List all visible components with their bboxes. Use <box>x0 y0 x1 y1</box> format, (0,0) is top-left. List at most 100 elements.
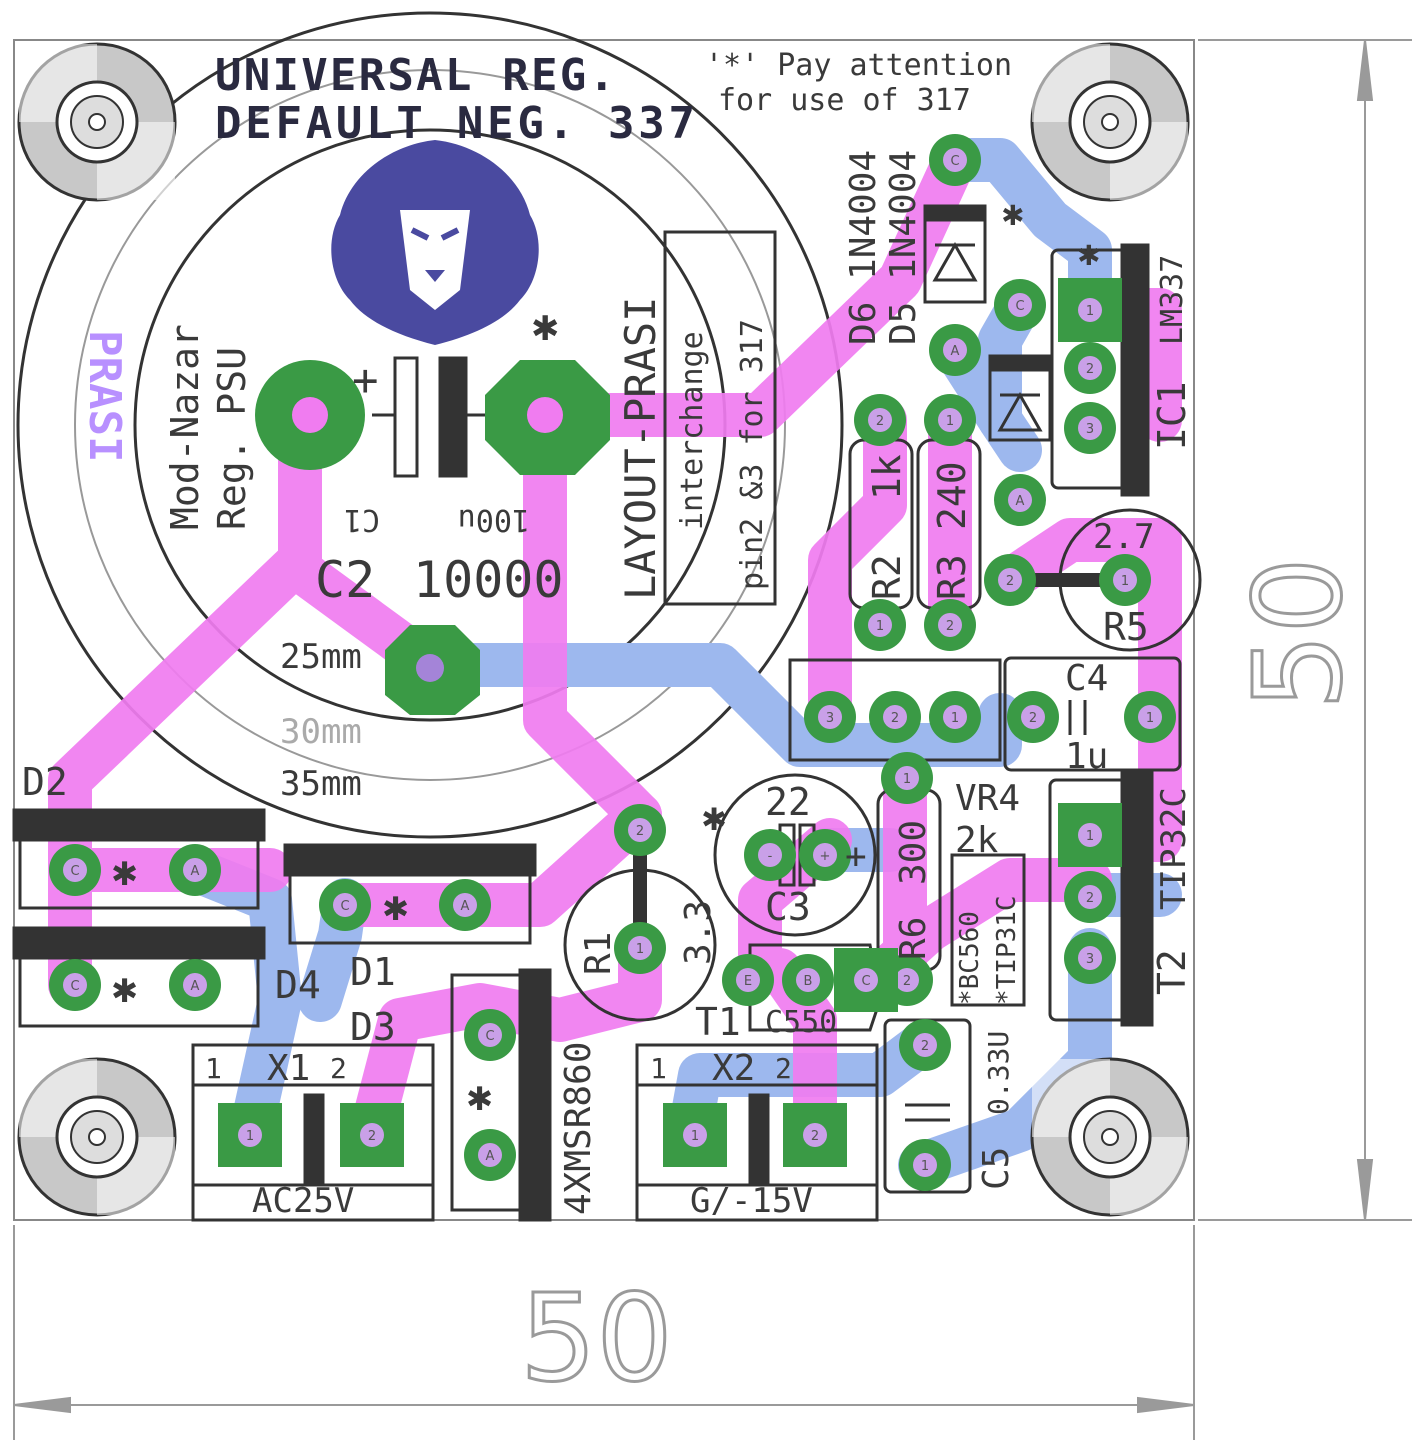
pad-hole <box>868 408 892 432</box>
pad-hole <box>943 148 967 172</box>
c3-label: C3 <box>765 885 811 929</box>
pad-pin-label: 1 <box>1146 711 1154 726</box>
d6-label: D6 1N4004 <box>843 150 884 345</box>
d5-label: D5 1N4004 <box>883 150 924 345</box>
pad-hole <box>895 968 919 992</box>
r1-value: 3.3 <box>678 900 719 965</box>
interchange-line-1: interchange <box>675 331 710 530</box>
pad-hole <box>938 408 962 432</box>
r6-label: R6 <box>893 917 934 960</box>
pad-hole <box>238 1123 262 1147</box>
pad-hole <box>183 858 207 882</box>
pad-hole <box>796 968 820 992</box>
pad-pin-label: 2 <box>903 974 911 989</box>
star-d2: ✱ <box>112 846 137 895</box>
pad-pin-label: A <box>951 344 960 359</box>
pad-pin-label: + <box>820 849 831 864</box>
pad-hole <box>183 973 207 997</box>
pad-hole <box>628 818 652 842</box>
c1-value: 100u <box>458 502 530 537</box>
ic1-label: IC1 <box>1150 381 1194 450</box>
pad-pin-label: C <box>70 864 79 879</box>
pad-hole <box>683 1123 707 1147</box>
pad-hole <box>63 858 87 882</box>
pad-pin-label: A <box>191 979 200 994</box>
c5-value: 0.33U <box>982 1031 1015 1115</box>
pad-hole <box>943 705 967 729</box>
layout-label: LAYOUT-PRASI <box>616 297 665 600</box>
pad-pin-label: 1 <box>1086 304 1094 319</box>
c2-value: 10000 <box>413 551 564 609</box>
d4-label: D4 <box>275 963 321 1007</box>
pad-pin-label: 1 <box>691 1129 699 1144</box>
pad-hole <box>913 1153 937 1177</box>
pad-pin-label: B <box>804 974 813 989</box>
pad-hole <box>868 613 892 637</box>
x1-value: AC25V <box>252 1181 354 1221</box>
pad-hole <box>1113 568 1137 592</box>
x2-label: X2 <box>712 1048 755 1089</box>
note-line-2: for use of 317 <box>718 83 971 118</box>
pad-pin-label: 3 <box>826 711 834 726</box>
pad-pin-label: 1 <box>636 942 644 957</box>
pad-pin-label: A <box>486 1149 495 1164</box>
c5-label: C5 <box>976 1147 1017 1190</box>
pad-hole <box>913 1033 937 1057</box>
pad-pin-label: 2 <box>636 824 644 839</box>
pad-pin-label: 1 <box>246 1129 254 1144</box>
x2-pin1: 1 <box>650 1052 667 1085</box>
pad-hole <box>1078 416 1102 440</box>
c4-value: 1u <box>1065 736 1108 777</box>
r5-label: R5 <box>1103 605 1149 649</box>
x2-pin2: 2 <box>775 1052 792 1085</box>
r5-value: 2.7 <box>1093 517 1154 557</box>
d1-label: D1 <box>350 950 396 994</box>
star-d3: ✱ <box>467 1071 492 1120</box>
pad-hole <box>813 843 837 867</box>
x1-label: X1 <box>267 1048 310 1089</box>
pad-hole <box>758 843 782 867</box>
diam-30: 30mm <box>280 712 362 752</box>
pad-pin-label: 2 <box>368 1129 376 1144</box>
pad-pin-label: 1 <box>1086 829 1094 844</box>
pad-hole <box>736 968 760 992</box>
pad-pin-label: 2 <box>876 414 884 429</box>
pad-pin-label: 1 <box>946 414 954 429</box>
pad-pin-label: C <box>861 974 870 989</box>
lion-logo-icon <box>331 140 539 345</box>
pad-hole <box>478 1143 502 1167</box>
pad-pin-label: 2 <box>921 1039 929 1054</box>
vr4-value: 2k <box>955 820 999 861</box>
pad-hole <box>1078 946 1102 970</box>
pad-pin-label: C <box>1015 299 1024 314</box>
pad-pin-label: 1 <box>903 772 911 787</box>
t2-label: T2 <box>1150 949 1194 995</box>
pad-pin-label: 3 <box>1086 422 1094 437</box>
star-d1: ✱ <box>383 881 408 930</box>
pad-hole <box>63 973 87 997</box>
pad-pin-label: 2 <box>1006 574 1014 589</box>
pad-pin-label: 2 <box>946 619 954 634</box>
pad-pin-label: A <box>191 864 200 879</box>
pad-pin-label: C <box>70 979 79 994</box>
pad-pin-label: 1 <box>921 1159 929 1174</box>
pad-hole <box>333 893 357 917</box>
pad-pin-label: A <box>461 899 470 914</box>
c1-label: C1 <box>344 502 380 537</box>
r3-label: R3 <box>930 554 974 600</box>
pad-hole <box>895 766 919 790</box>
c3-plus: + <box>845 836 867 877</box>
dim-height: 50 <box>1230 557 1369 710</box>
pad-pin-label: 1 <box>876 619 884 634</box>
pad-hole <box>1138 705 1162 729</box>
pad-hole <box>360 1123 384 1147</box>
pad-pin-label: C <box>950 154 959 169</box>
c1-plus: + <box>352 355 379 406</box>
board-subtitle: Reg. PSU <box>210 347 254 530</box>
pad-hole <box>998 568 1022 592</box>
pad-hole <box>1078 298 1102 322</box>
pad-hole <box>453 893 477 917</box>
d-star: ✱ <box>1002 193 1024 234</box>
x2-value: G/-15V <box>690 1181 813 1221</box>
